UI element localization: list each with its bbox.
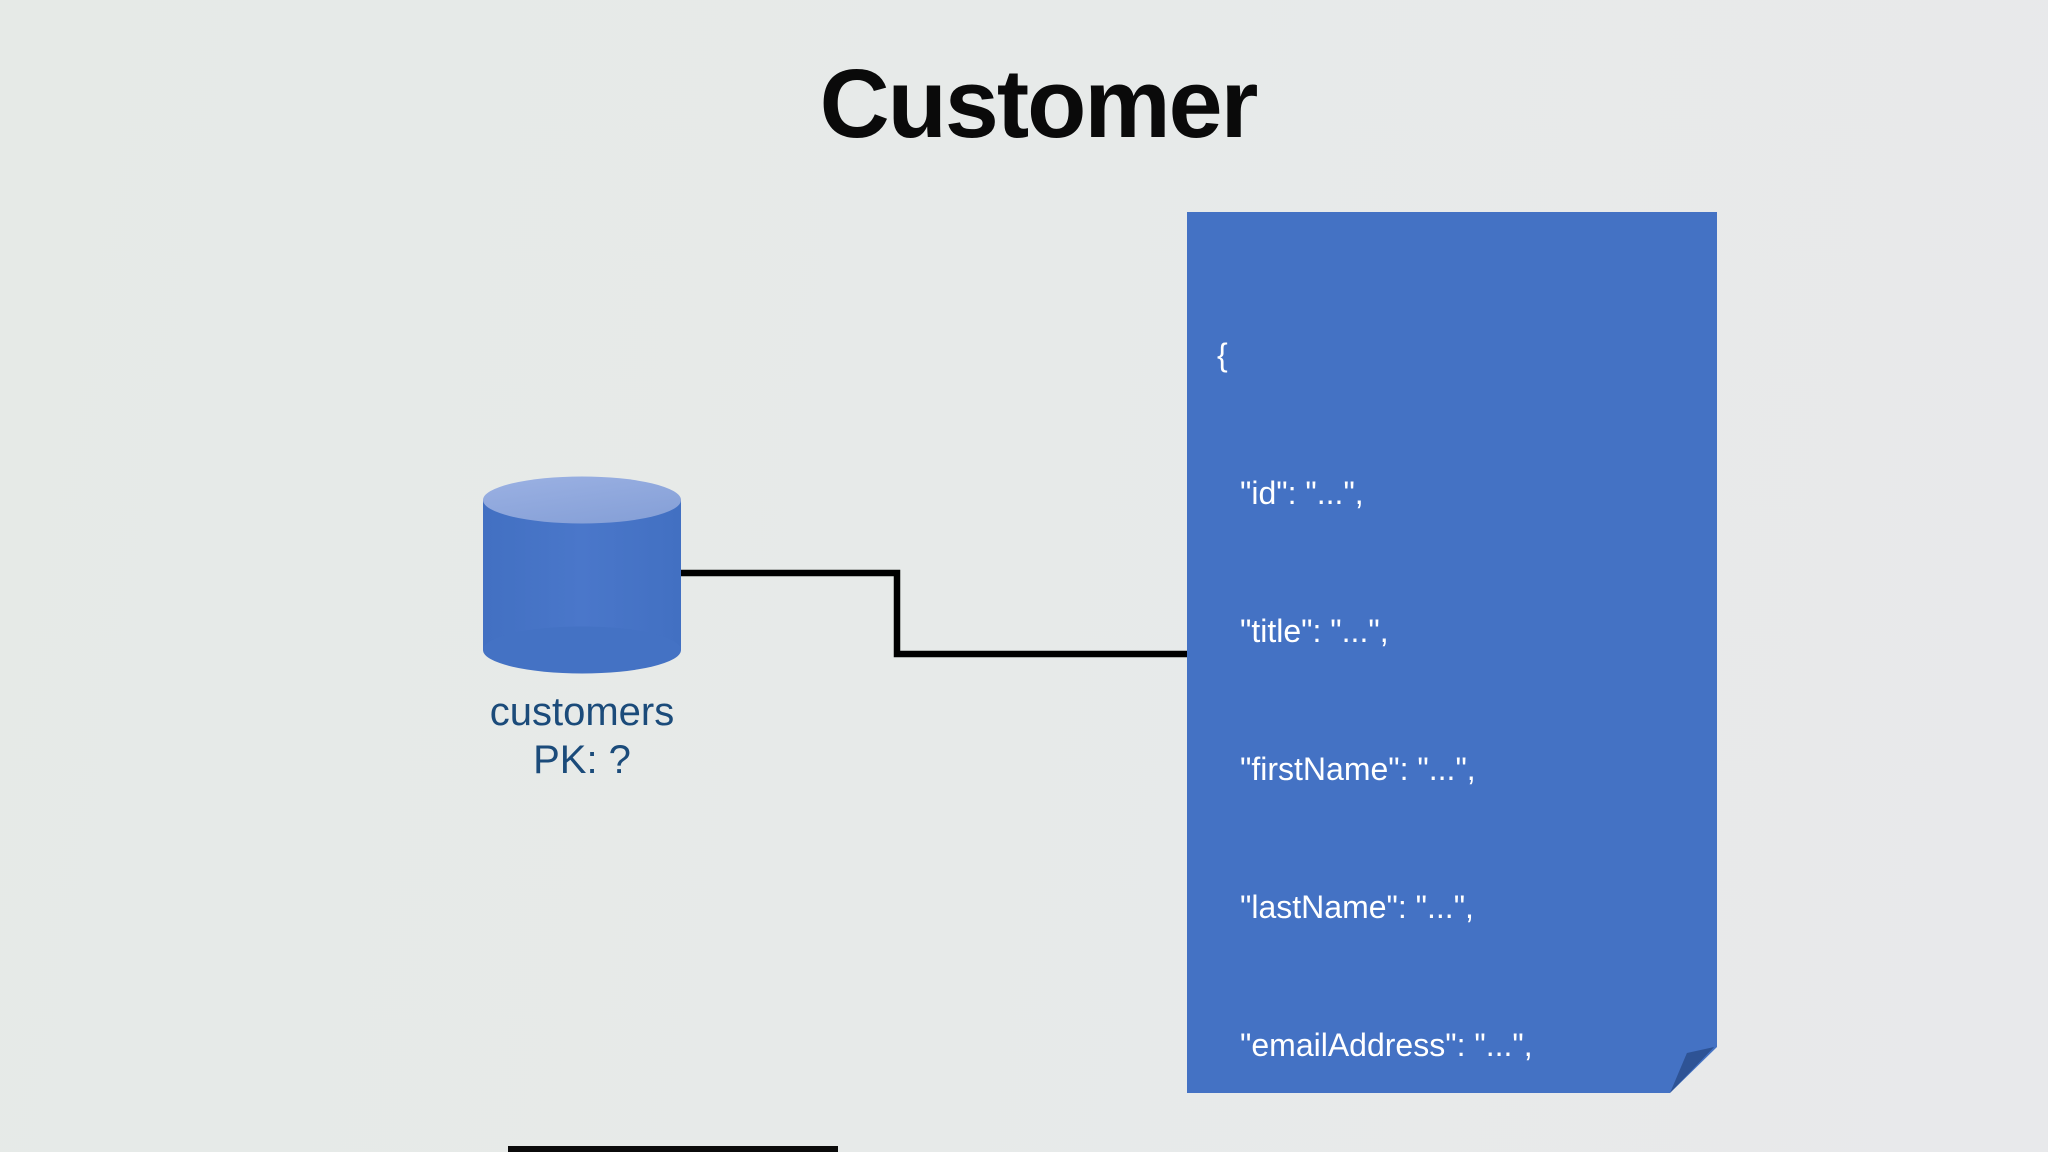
database-pk-label: PK: ?	[533, 738, 631, 782]
json-document-card: { "id": "...", "title": "...", "firstNam…	[1187, 212, 1717, 1093]
json-code-line: "title": "...",	[1240, 613, 1389, 649]
database-cylinder-icon	[483, 476, 681, 674]
json-code-line: "emailAddress": "...",	[1240, 1027, 1533, 1063]
page-title: Customer	[819, 49, 1259, 158]
json-code-line: "lastName": "...",	[1240, 889, 1474, 925]
database-label: customers PK: ?	[402, 688, 762, 784]
connector-line	[672, 569, 1188, 658]
progress-bar-fragment	[508, 1146, 838, 1152]
json-code-line: {	[1217, 337, 1228, 373]
json-code-line: "firstName": "...",	[1240, 751, 1476, 787]
json-code-line: "id": "...",	[1240, 475, 1364, 511]
json-code-block: { "id": "...", "title": "...", "firstNam…	[1217, 240, 1697, 1152]
database-name: customers	[489, 690, 675, 734]
